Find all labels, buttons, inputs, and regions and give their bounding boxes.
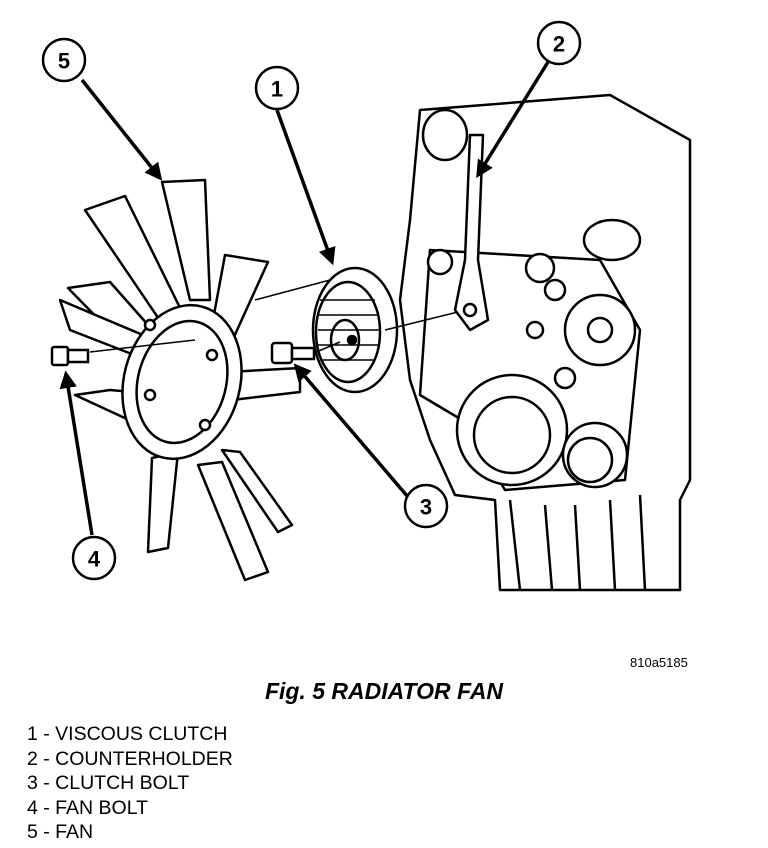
legend-item: 2 - COUNTERHOLDER [27, 747, 233, 770]
legend-item: 1 - VISCOUS CLUTCH [27, 723, 228, 745]
callout-5-circle [41, 37, 87, 83]
legend-item: 4 - FAN BOLT [27, 796, 148, 819]
callout-1-number: 1 [271, 77, 283, 102]
figure-title: Fig. 5 RADIATOR FAN [264, 678, 504, 704]
callout-4-circle [71, 535, 117, 581]
callout-leaders [59, 61, 550, 536]
radiator-fan-diagram: 1 2 3 4 5 [41, 20, 692, 592]
leader-3 [293, 363, 410, 499]
parts-legend: 1 - VISCOUS CLUTCH 2 - COUNTERHOLDER 3 -… [27, 722, 233, 845]
viscous-clutch-illustration [311, 266, 399, 394]
leader-5 [80, 78, 163, 181]
alignment-lines [89, 279, 459, 354]
leader-1 [275, 109, 336, 266]
callout-numbers: 1 2 3 4 5 [58, 32, 565, 572]
leader-2 [476, 61, 550, 178]
legend-item: 5 - FAN [27, 821, 94, 843]
callout-2-number: 2 [553, 32, 565, 57]
callout-circles [41, 20, 582, 581]
callout-4-number: 4 [88, 547, 101, 572]
legend-item: 3 - CLUTCH BOLT [27, 772, 190, 794]
callout-3-number: 3 [420, 495, 432, 520]
callout-5-number: 5 [58, 49, 70, 74]
leader-4 [59, 370, 94, 536]
callout-2-circle [536, 20, 582, 66]
fan-bolt-illustration [50, 345, 90, 367]
engine-illustration [398, 93, 692, 592]
clutch-bolt-illustration [270, 341, 316, 365]
figure-code: 810a5185 [630, 655, 688, 670]
callout-1-circle [254, 65, 300, 111]
fan-illustration [58, 178, 302, 582]
callout-3-circle [403, 483, 449, 529]
